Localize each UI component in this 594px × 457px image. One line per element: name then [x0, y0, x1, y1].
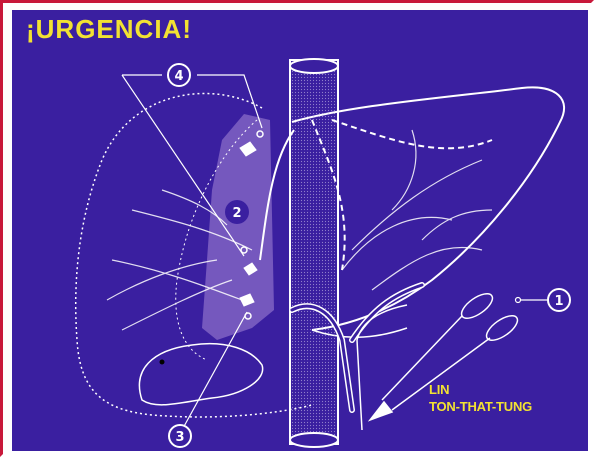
vena-cava-bottom — [290, 433, 338, 447]
author-line-1: LIN — [429, 381, 449, 398]
liver-outline-dotted — [76, 93, 312, 416]
callout-4: 4 — [168, 64, 190, 86]
callout-1: 1 — [548, 289, 570, 311]
callout-3-label: 3 — [175, 430, 184, 445]
vena-cava — [290, 60, 338, 444]
callout-2: 2 — [225, 200, 249, 224]
vena-cava-top — [290, 59, 338, 73]
callout-2-label: 2 — [232, 206, 241, 221]
highlighted-liver-segment — [202, 114, 274, 340]
page-title: ¡URGENCIA! — [26, 14, 192, 45]
callout-3: 3 — [169, 425, 191, 447]
callout-4-label: 4 — [174, 69, 183, 84]
author-line-2: TON-THAT-TUNG — [429, 398, 532, 415]
liver-anatomy-illustration: 1 2 3 4 — [12, 10, 588, 451]
liver-diagram-slide: 1 2 3 4 ¡URGENCIA! LIN TON-THAT-TUNG — [12, 10, 588, 451]
hepatic-vein-right — [332, 120, 492, 148]
callout-1-label: 1 — [554, 294, 563, 309]
